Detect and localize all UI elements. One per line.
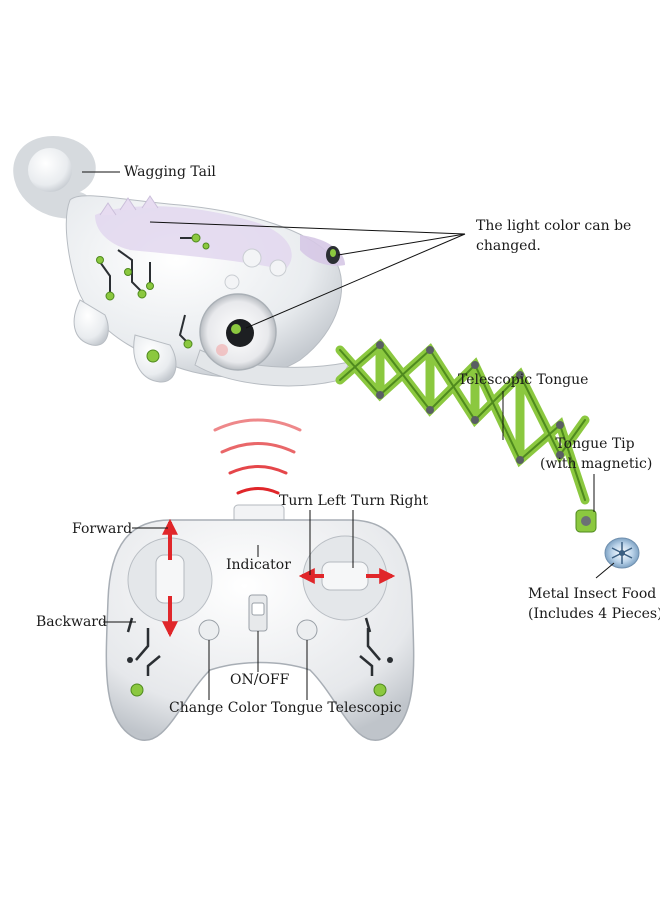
remote-controller-illustration [105,504,415,741]
wireless-signal-icon [213,418,302,495]
label-tongue-tip-line2: (with magnetic) [540,456,653,472]
label-forward: Forward [72,521,133,537]
chameleon-illustration [13,136,351,387]
label-metal-food-line1: Metal Insect Food [528,586,657,602]
label-tongue-tip-line1: Tongue Tip [555,436,635,452]
label-telescopic-tongue: Telescopic Tongue [458,372,589,388]
change-color-button [198,619,220,641]
label-turn-right: Turn Right [351,493,429,509]
label-on-off: ON/OFF [230,672,290,688]
metal-insect-food-icon [604,537,640,569]
label-tongue-telescopic: Tongue Telescopic [271,700,402,716]
label-light-color-line2: changed. [476,238,541,254]
tail-curl [28,148,72,192]
label-indicator: Indicator [226,557,291,573]
label-metal-food-line2: (Includes 4 Pieces) [528,606,660,622]
label-backward: Backward [36,614,107,630]
circuit-pattern [99,237,194,344]
leader-lines [82,171,615,700]
label-change-color: Change Color [169,700,267,716]
label-wagging-tail: Wagging Tail [124,164,216,180]
tongue-telescopic-button [296,619,318,641]
label-light-color-line1: The light color can be [476,218,632,234]
telescopic-tongue [335,338,597,533]
label-turn-left: Turn Left [279,493,346,509]
